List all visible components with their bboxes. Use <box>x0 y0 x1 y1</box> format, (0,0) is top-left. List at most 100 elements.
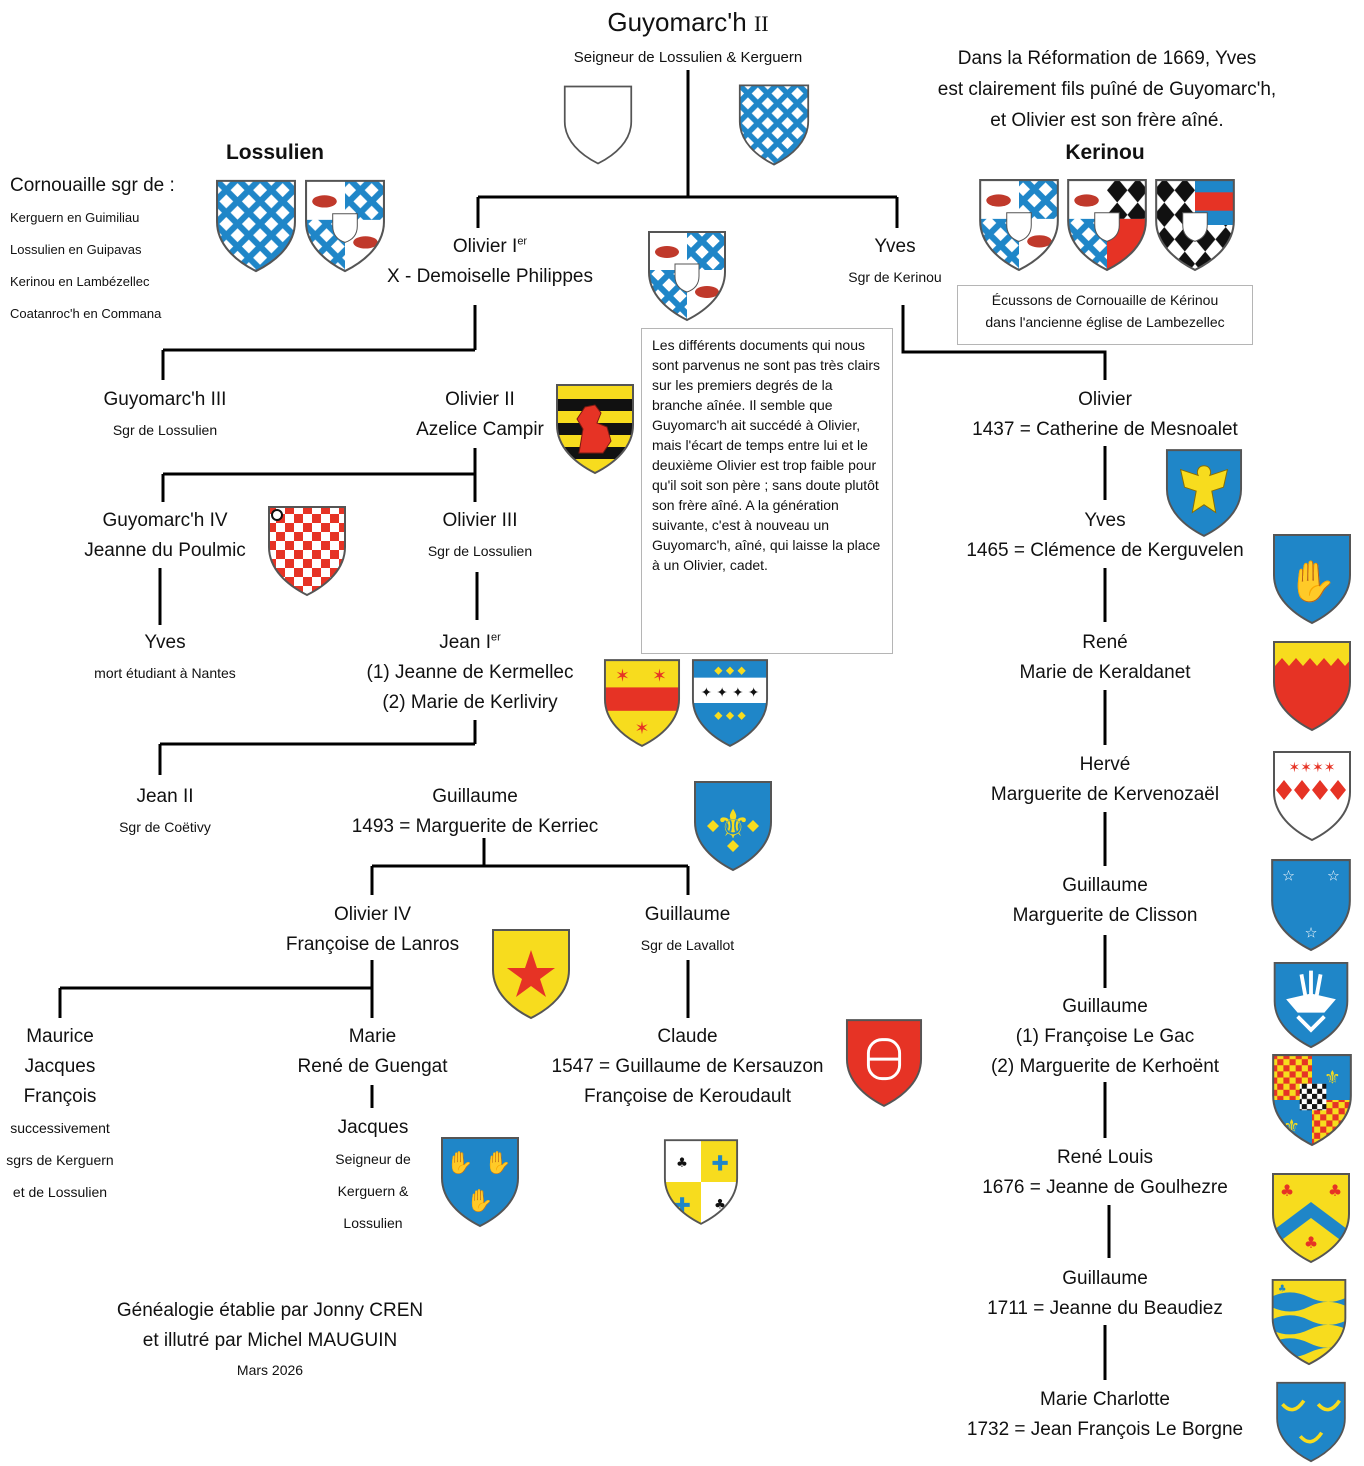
svg-text:◆ ◆ ◆: ◆ ◆ ◆ <box>714 664 746 677</box>
person-name: Guyomarc'h IV <box>102 510 228 531</box>
person-name: Yves <box>1084 510 1126 531</box>
person-name: Marie Charlotte <box>1040 1389 1170 1410</box>
svg-text:☆: ☆ <box>1282 868 1295 884</box>
coat-of-arms-kerinou-2 <box>1066 178 1148 272</box>
branch-title-lossulien: Lossulien <box>225 141 325 164</box>
person-name: Jacques <box>24 1056 96 1077</box>
person-spouse: Marguerite de Kervenozaël <box>990 784 1220 805</box>
person-spouse: 1732 = Jean François Le Borgne <box>966 1419 1244 1440</box>
person-name: René Louis <box>1056 1147 1154 1168</box>
person-kerinou-rene: René Marie de Keraldanet <box>965 628 1245 688</box>
person-marie: Marie René de Guengat <box>280 1022 465 1082</box>
person-name: Olivier IV <box>333 904 412 925</box>
person-name: Jean II <box>136 786 194 807</box>
coat-of-arms-kerhoent-quartered: ⚜⚜ <box>1270 1053 1354 1147</box>
person-title: et de Lossulien <box>12 1184 108 1200</box>
svg-text:✋: ✋ <box>466 1188 493 1214</box>
seigneurie-item: Kerinou en Lambézellec <box>10 274 150 289</box>
svg-text:✶: ✶ <box>615 667 630 687</box>
person-spouse: Marie de Keraldanet <box>1019 662 1191 683</box>
person-yves-nantes: Yves mort étudiant à Nantes <box>60 628 270 688</box>
coat-of-arms-campir-lion <box>555 383 635 475</box>
credits-line: Généalogie établie par Jonny CREN <box>116 1300 424 1321</box>
coat-of-arms-trellis <box>738 80 810 170</box>
person-title: Sgr de Lavallot <box>640 937 735 953</box>
person-spouse: X - Demoiselle Philippes <box>387 266 593 287</box>
person-name: François <box>23 1086 97 1107</box>
person-title: Sgr de Lossulien <box>112 422 218 438</box>
person-spouse: 1465 = Clémence de Kerguvelen <box>966 540 1244 561</box>
person-jacques: Jacques Seigneur de Kerguern & Lossulien <box>318 1113 428 1239</box>
person-name: Yves <box>144 632 186 653</box>
person-name: Yves <box>874 236 916 257</box>
person-name: Guyomarc'h III <box>103 389 227 410</box>
coat-of-arms-lossulien-crescent <box>215 178 297 274</box>
person-spouse: 1493 = Marguerite de Kerriec <box>351 816 599 837</box>
person-name: Olivier I <box>452 236 518 257</box>
person-guyomarch-4: Guyomarc'h IV Jeanne du Poulmic <box>60 506 270 566</box>
person-spouse: (1) Françoise Le Gac <box>1015 1026 1195 1047</box>
svg-text:♣: ♣ <box>676 1156 688 1171</box>
credits-date: Mars 2026 <box>236 1362 304 1378</box>
person-kerinou-yves: Yves 1465 = Clémence de Kerguvelen <box>945 506 1265 566</box>
svg-text:♣: ♣ <box>1280 1181 1294 1200</box>
svg-text:✋: ✋ <box>446 1150 473 1176</box>
coat-of-arms-kerinou-1 <box>978 178 1060 272</box>
explanatory-note: Les différents documents qui nous sont p… <box>641 328 893 654</box>
person-kerinou-herve: Hervé Marguerite de Kervenozaël <box>965 750 1245 810</box>
person-title: sgrs de Kerguern <box>6 1152 114 1168</box>
seigneurie-item: Coatanroc'h en Commana <box>10 306 162 321</box>
coat-of-arms-kersauzon-buckle <box>845 1018 923 1108</box>
coat-of-arms-keroudault-quartered: ✚✚♣♣ <box>663 1138 739 1226</box>
coat-of-arms-kerguvelen-hand: ✋ <box>1272 533 1352 625</box>
person-kerinou-guillaume-legac: Guillaume (1) Françoise Le Gac (2) Margu… <box>955 992 1255 1082</box>
svg-text:♣: ♣ <box>1328 1181 1342 1200</box>
svg-text:♣: ♣ <box>1304 1233 1318 1252</box>
svg-text:✶: ✶ <box>635 719 650 739</box>
person-guillaume-1493: Guillaume 1493 = Marguerite de Kerriec <box>320 782 630 842</box>
root-person: Guyomarc'h II Seigneur de Lossulien & Ke… <box>540 5 836 75</box>
person-kerinou-marie-charlotte: Marie Charlotte 1732 = Jean François Le … <box>945 1385 1265 1445</box>
cornouaille-heading: Cornouaille sgr de : <box>10 175 175 196</box>
coat-of-arms-kervenozael: ✶✶✶✶ <box>1272 750 1352 842</box>
coat-of-arms-goulhezre-chevron: ♣ ♣ ♣ <box>1270 1172 1352 1264</box>
person-spouse: 1547 = Guillaume de Kersauzon <box>551 1056 824 1077</box>
svg-text:✶✶✶✶: ✶✶✶✶ <box>1289 760 1336 776</box>
coat-of-arms-le-borgne-horns <box>1270 1381 1352 1463</box>
person-title: successivement <box>10 1120 110 1136</box>
person-name: Marie <box>348 1026 397 1047</box>
person-name: Hervé <box>1079 754 1131 775</box>
person-spouse: Françoise de Keroudault <box>583 1086 791 1107</box>
svg-text:✦ ✦ ✦ ✦: ✦ ✦ ✦ ✦ <box>701 685 760 701</box>
coat-of-arms-mesnoalet-eagle <box>1165 448 1243 538</box>
person-name-suffix: er <box>490 631 501 644</box>
person-name: René <box>1082 632 1128 653</box>
svg-text:☆: ☆ <box>1305 926 1318 942</box>
coat-of-arms-clisson-crescent: ☆☆☆ <box>1270 858 1352 952</box>
person-kerinou-guillaume-clisson: Guillaume Marguerite de Clisson <box>965 871 1245 931</box>
coat-of-arms-crescent <box>563 80 633 170</box>
person-title: Lossulien <box>343 1215 403 1231</box>
person-spouse: Jeanne du Poulmic <box>84 540 246 561</box>
person-spouse: René de Guengat <box>297 1056 448 1077</box>
svg-text:♣: ♣ <box>1278 1283 1287 1294</box>
kerinou-caption-line: dans l'ancienne église de Lambezellec <box>985 314 1225 330</box>
seigneurie-item: Lossulien en Guipavas <box>10 242 142 257</box>
person-name: Guillaume <box>1062 996 1148 1017</box>
svg-text:✋: ✋ <box>1287 558 1337 605</box>
svg-text:✚: ✚ <box>711 1152 729 1176</box>
seigneurie-item: Kerguern en Guimiliau <box>10 210 140 225</box>
person-maurice-jacques-francois: Maurice Jacques François successivement … <box>0 1022 120 1208</box>
person-olivier-2: Olivier II Azelice Campir <box>385 385 575 445</box>
person-name: Guillaume <box>1062 1268 1148 1289</box>
person-spouse: Marguerite de Clisson <box>1012 905 1198 926</box>
svg-text:✶: ✶ <box>652 667 667 687</box>
person-kerinou-guillaume-1711: Guillaume 1711 = Jeanne du Beaudiez <box>955 1264 1255 1324</box>
person-spouse: 1676 = Jeanne de Goulhezre <box>982 1177 1228 1198</box>
person-name: Guillaume <box>432 786 518 807</box>
intro-note-line: Dans la Réformation de 1669, Yves <box>957 48 1257 69</box>
svg-text:✋: ✋ <box>484 1150 511 1176</box>
person-title: Kerguern & <box>337 1183 409 1199</box>
kerinou-caption: Écussons de Cornouaille de Kérinou dans … <box>957 285 1253 345</box>
